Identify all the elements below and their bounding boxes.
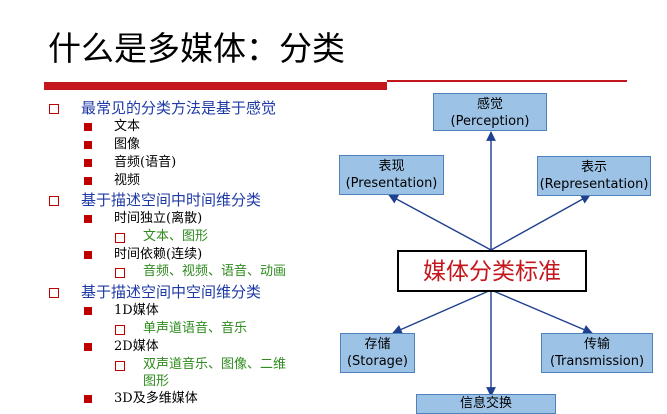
node-label-zh: 感觉 — [476, 97, 503, 112]
hollow-square-bullet-icon — [49, 196, 59, 206]
node-representation: 表示 (Representation) — [537, 156, 651, 196]
filled-square-bullet-icon — [84, 251, 92, 259]
filled-square-bullet-icon — [84, 123, 92, 131]
node-label-zh: 表现 — [378, 159, 405, 174]
hollow-square-bullet-icon — [49, 288, 59, 298]
bullet-item: 基于描述空间中时间维分类 — [81, 191, 262, 209]
bullet-item: 1D媒体 — [114, 303, 159, 318]
bullet-item: 单声道语音、音乐 — [143, 321, 248, 336]
diagram-connectors — [388, 131, 593, 397]
node-label-en: (Presentation) — [345, 176, 438, 191]
bullet-item: 视频 — [114, 173, 141, 188]
filled-square-bullet-icon — [84, 307, 92, 315]
bullet-item: 音频(语音) — [114, 155, 177, 170]
filled-square-bullet-icon — [84, 395, 92, 403]
filled-square-bullet-icon — [84, 215, 92, 223]
arrow-to-representation — [490, 194, 591, 251]
title-underline-line — [387, 80, 627, 82]
bullet-item: 图像 — [114, 137, 141, 152]
node-label-en: (Transmission) — [549, 354, 645, 369]
node-center-criteria: 媒体分类标准 — [397, 250, 587, 292]
bullet-item: 文本 — [114, 119, 141, 134]
node-exchange-partial: 信息交换 — [416, 394, 556, 414]
arrow-to-transmission — [490, 289, 593, 335]
bullet-item: 文本、图形 — [143, 229, 209, 244]
filled-square-bullet-icon — [84, 177, 92, 185]
bullet-item: 图形 — [143, 374, 170, 389]
node-transmission: 传输 (Transmission) — [541, 333, 653, 373]
node-label-en: (Perception) — [450, 114, 530, 129]
arrow-to-storage — [392, 289, 492, 334]
bullet-item: 基于描述空间中空间维分类 — [81, 283, 262, 301]
bullet-item: 2D媒体 — [114, 339, 159, 354]
filled-square-bullet-icon — [84, 159, 92, 167]
node-perception: 感觉 (Perception) — [433, 93, 547, 131]
node-label-zh: 传输 — [583, 337, 610, 352]
hollow-square-bullet-icon — [49, 104, 59, 114]
bullet-item: 时间独立(离散) — [114, 211, 203, 226]
arrow-to-presentation — [388, 194, 492, 251]
node-presentation: 表现 (Presentation) — [339, 155, 444, 195]
bullet-item: 最常见的分类方法是基于感觉 — [81, 99, 277, 117]
node-label-en: (Storage) — [346, 354, 408, 369]
hollow-square-bullet-icon — [115, 233, 125, 243]
bullet-item: 双声道音乐、图像、二维 — [143, 357, 287, 372]
node-label-zh: 表示 — [580, 160, 607, 175]
node-label-zh: 存储 — [364, 337, 391, 352]
slide-title: 什么是多媒体：分类 — [48, 29, 345, 68]
filled-square-bullet-icon — [84, 141, 92, 149]
bullet-item: 音频、视频、语音、动画 — [143, 264, 287, 279]
bullet-item: 时间依赖(连续) — [114, 247, 203, 262]
title-underline-bar — [44, 82, 387, 90]
hollow-square-bullet-icon — [115, 325, 125, 335]
filled-square-bullet-icon — [84, 343, 92, 351]
node-label-en: (Representation) — [539, 177, 649, 192]
hollow-square-bullet-icon — [115, 361, 125, 371]
hollow-square-bullet-icon — [115, 268, 125, 278]
node-storage: 存储 (Storage) — [340, 333, 415, 373]
